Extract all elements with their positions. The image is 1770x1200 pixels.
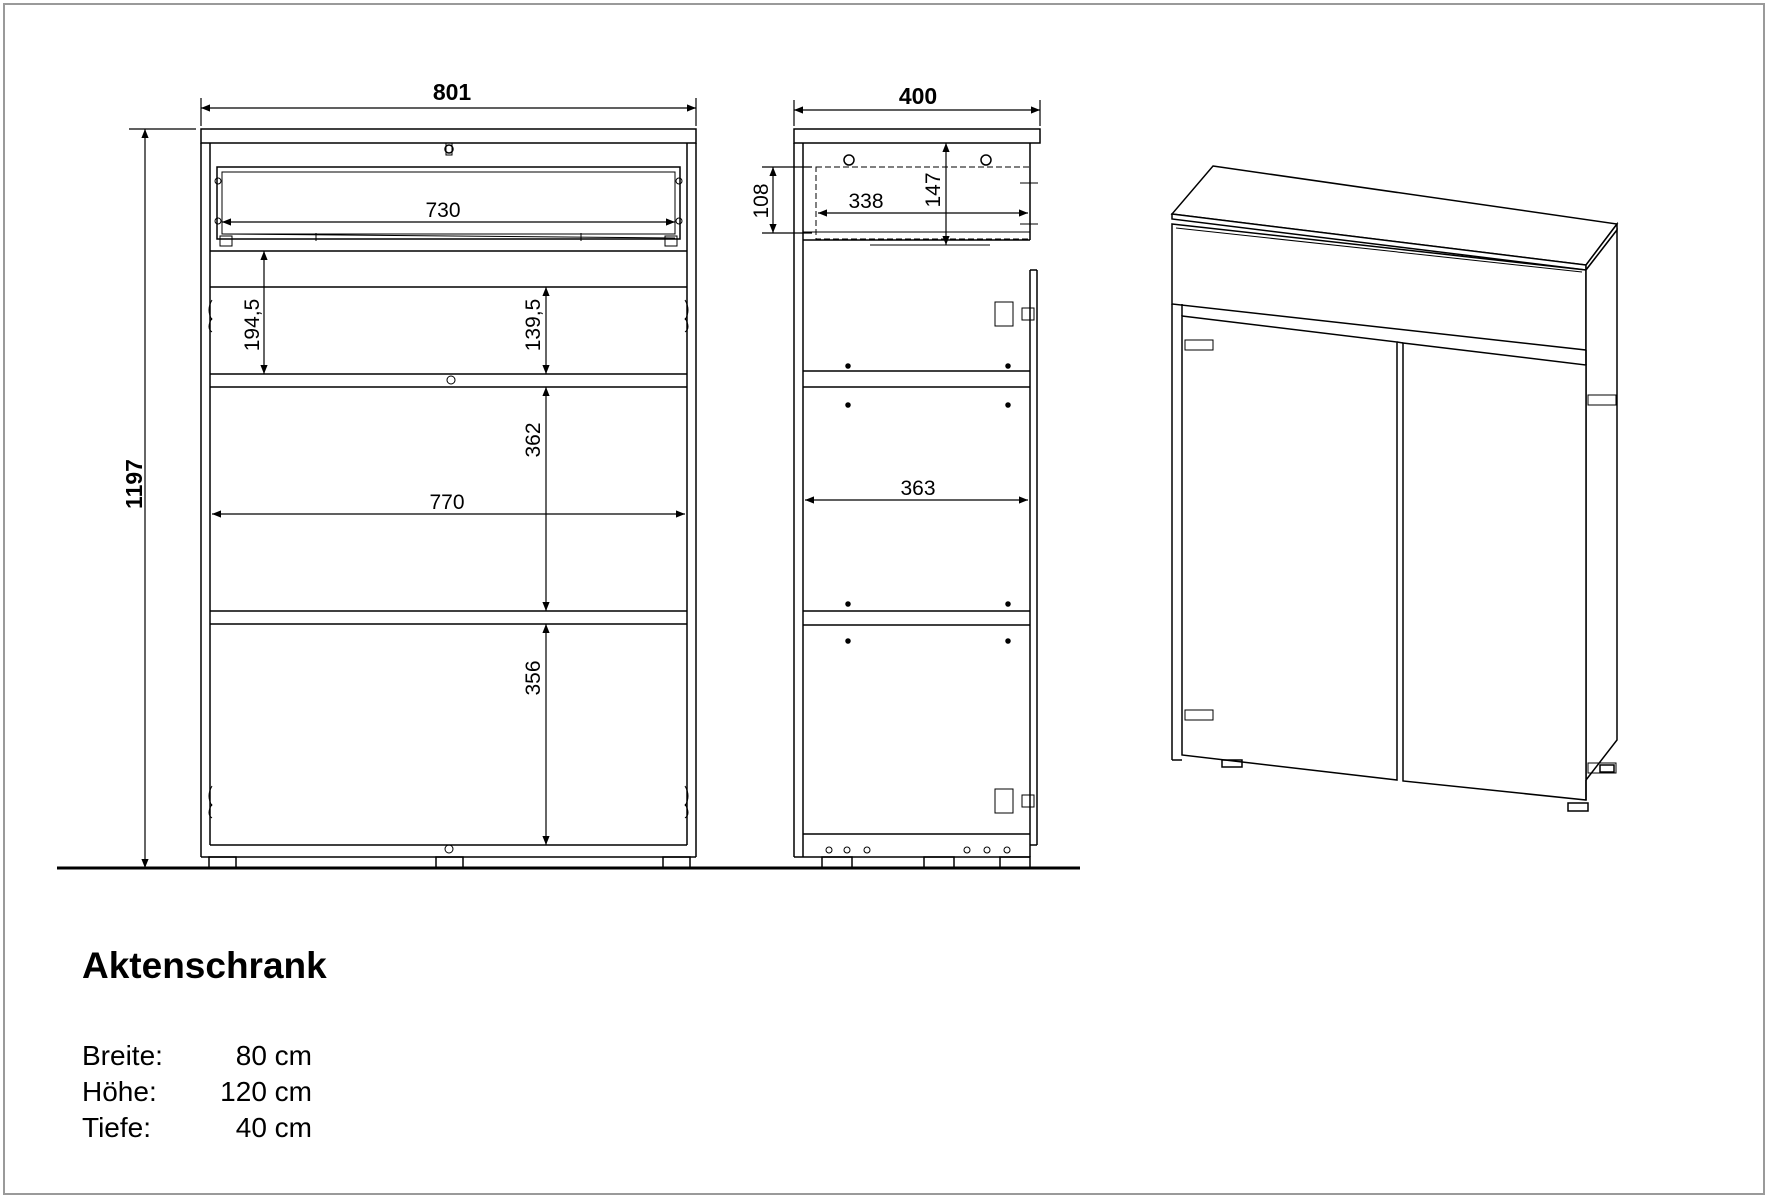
dim-drawer-inner-width: 730 <box>425 199 460 222</box>
dim-upper-compartment: 139,5 <box>522 299 545 352</box>
dim-drawer-inner-height: 147 <box>922 172 945 207</box>
dim-side-depth: 400 <box>899 83 937 109</box>
dim-shelf-width: 770 <box>429 491 464 514</box>
spec-label: Tiefe: <box>82 1112 151 1143</box>
drawing-frame <box>3 3 1765 1195</box>
spec-value: 40 cm <box>235 1112 312 1143</box>
side-view <box>793 128 1041 869</box>
spec-row-depth: Tiefe: 40 cm <box>82 1110 312 1146</box>
spec-value: 80 cm <box>235 1040 312 1071</box>
spec-label: Breite: <box>82 1040 163 1071</box>
dim-shelf-depth: 363 <box>900 477 935 500</box>
dim-front-width: 801 <box>433 79 472 105</box>
product-title: Aktenschrank <box>82 945 327 986</box>
side-dimensions <box>762 100 1041 504</box>
dim-drawer-gap: 194,5 <box>241 299 264 352</box>
front-view <box>200 128 697 869</box>
perspective-view <box>1170 165 1619 812</box>
dim-total-height: 1197 <box>121 459 147 509</box>
dim-lower-compartment: 356 <box>522 660 545 695</box>
spec-label: Höhe: <box>82 1076 157 1107</box>
dim-drawer-depth: 338 <box>848 190 883 213</box>
product-specs: Breite: 80 cm Höhe: 120 cm Tiefe: 40 cm <box>82 1038 312 1146</box>
spec-row-width: Breite: 80 cm <box>82 1038 312 1074</box>
dim-drawer-height: 108 <box>750 183 773 218</box>
dim-middle-compartment: 362 <box>522 422 545 457</box>
spec-row-height: Höhe: 120 cm <box>82 1074 312 1110</box>
spec-value: 120 cm <box>220 1076 312 1107</box>
front-dimensions <box>129 98 697 868</box>
